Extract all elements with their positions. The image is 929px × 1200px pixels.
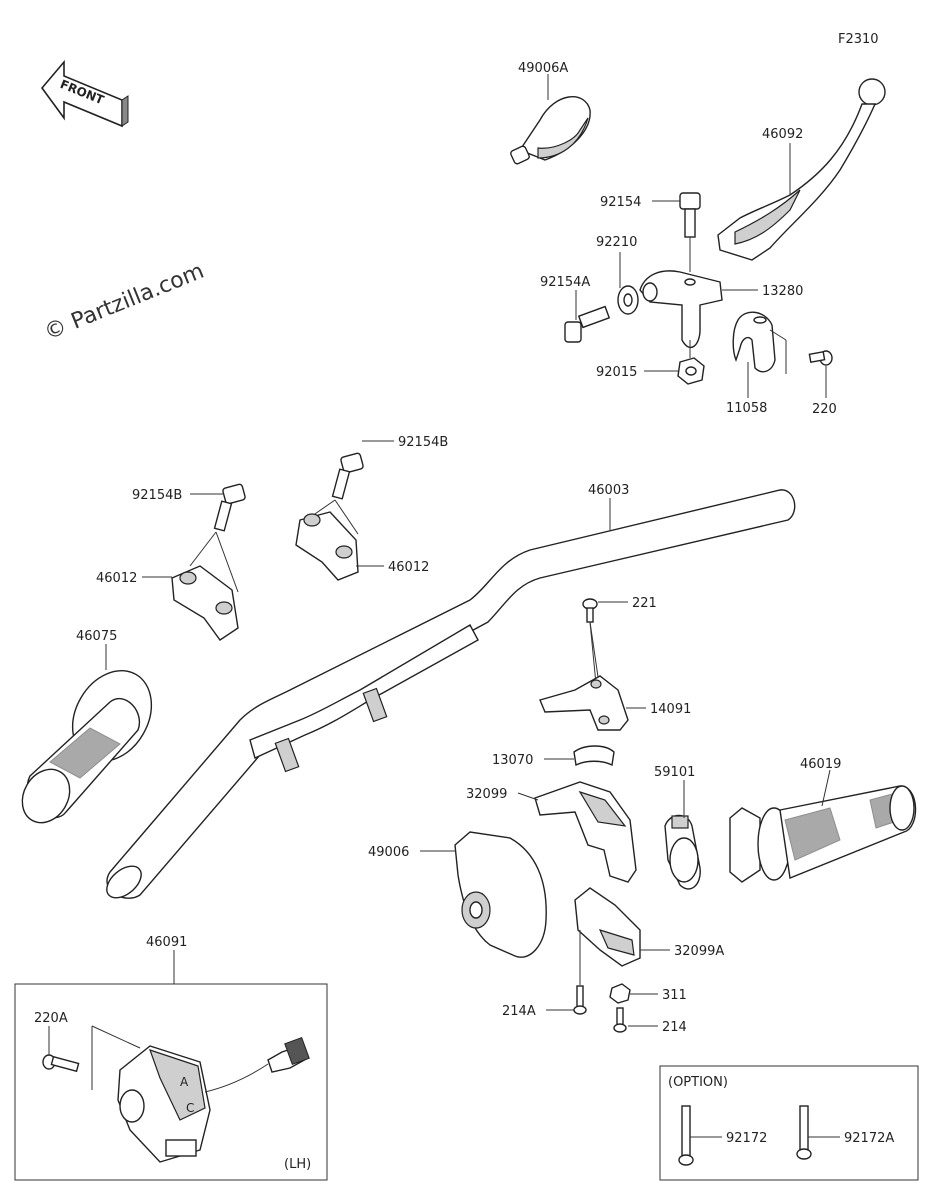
label-13070: 13070 xyxy=(492,753,533,768)
nut-311-part xyxy=(609,983,658,1004)
label-46019: 46019 xyxy=(800,757,841,772)
label-46092: 46092 xyxy=(762,127,803,142)
screw-214A-part xyxy=(546,985,587,1015)
label-92154A: 92154A xyxy=(540,275,590,290)
lever-holder-part xyxy=(639,270,758,349)
throttle-housing-upper-part xyxy=(517,781,637,883)
label-13280: 13280 xyxy=(762,284,803,299)
lever-cover-part xyxy=(510,74,591,165)
label-311: 311 xyxy=(662,988,687,1003)
label-92154B-upper: 92154B xyxy=(398,435,448,450)
handlebar-clamp-upper-part xyxy=(295,511,384,581)
label-46075: 46075 xyxy=(76,629,117,644)
option-box xyxy=(659,1065,919,1181)
label-92154B-lower: 92154B xyxy=(132,488,182,503)
label-92172: 92172 xyxy=(726,1131,767,1146)
bolt-92154B-upper-part xyxy=(311,440,394,535)
washer-92210-part xyxy=(617,252,639,315)
label-220: 220 xyxy=(812,402,837,417)
label-214: 214 xyxy=(662,1020,687,1035)
label-59101: 59101 xyxy=(654,765,695,780)
label-46012-lower: 46012 xyxy=(96,571,137,586)
label-46003: 46003 xyxy=(588,483,629,498)
label-11058: 11058 xyxy=(726,401,767,416)
right-grip-part xyxy=(729,769,917,883)
bolt-92154B-lower-part xyxy=(189,483,246,593)
bolt-92154A-part xyxy=(564,290,611,343)
handlebar-part xyxy=(106,489,796,899)
screw-214-part xyxy=(613,1007,658,1033)
svg-text:A: A xyxy=(180,1075,189,1089)
left-switch-box xyxy=(14,983,328,1181)
throttle-housing-lower-part xyxy=(574,887,670,985)
handlebar-clamp-lower-part xyxy=(142,565,239,641)
label-214A: 214A xyxy=(502,1004,536,1019)
handlebar-switch-part: A C xyxy=(42,1025,310,1163)
label-46091: 46091 xyxy=(146,935,187,950)
front-arrow-icon: FRONT xyxy=(40,59,129,128)
label-221: 221 xyxy=(632,596,657,611)
label-46012-upper: 46012 xyxy=(388,560,429,575)
label-14091: 14091 xyxy=(650,702,691,717)
left-grip-part xyxy=(21,644,153,824)
nut-92015-part xyxy=(644,340,705,385)
watermark: © Partzilla.com xyxy=(41,259,208,346)
throttle-pulley-part xyxy=(664,780,701,890)
clutch-lever-part xyxy=(717,78,886,261)
label-92154: 92154 xyxy=(600,195,641,210)
option-box-label: (OPTION) xyxy=(668,1075,728,1090)
clamp-11058-part xyxy=(732,311,787,398)
label-92210: 92210 xyxy=(596,235,637,250)
label-32099: 32099 xyxy=(466,787,507,802)
label-220A: 220A xyxy=(34,1011,68,1026)
label-92015: 92015 xyxy=(596,365,637,380)
figure-code: F2310 xyxy=(838,32,879,47)
label-49006A: 49006A xyxy=(518,61,568,76)
label-49006: 49006 xyxy=(368,845,409,860)
screw-92172A-part xyxy=(796,1105,840,1160)
screw-220-part xyxy=(808,350,833,398)
guide-13070-part xyxy=(544,745,615,767)
label-92172A: 92172A xyxy=(844,1131,894,1146)
cover-14091-part xyxy=(539,675,646,731)
label-32099A: 32099A xyxy=(674,944,724,959)
screw-92172-part xyxy=(678,1105,722,1166)
lh-label: (LH) xyxy=(284,1157,311,1172)
throttle-cover-part xyxy=(420,831,547,958)
bolt-92154-part xyxy=(652,192,701,272)
svg-text:C: C xyxy=(186,1101,194,1115)
